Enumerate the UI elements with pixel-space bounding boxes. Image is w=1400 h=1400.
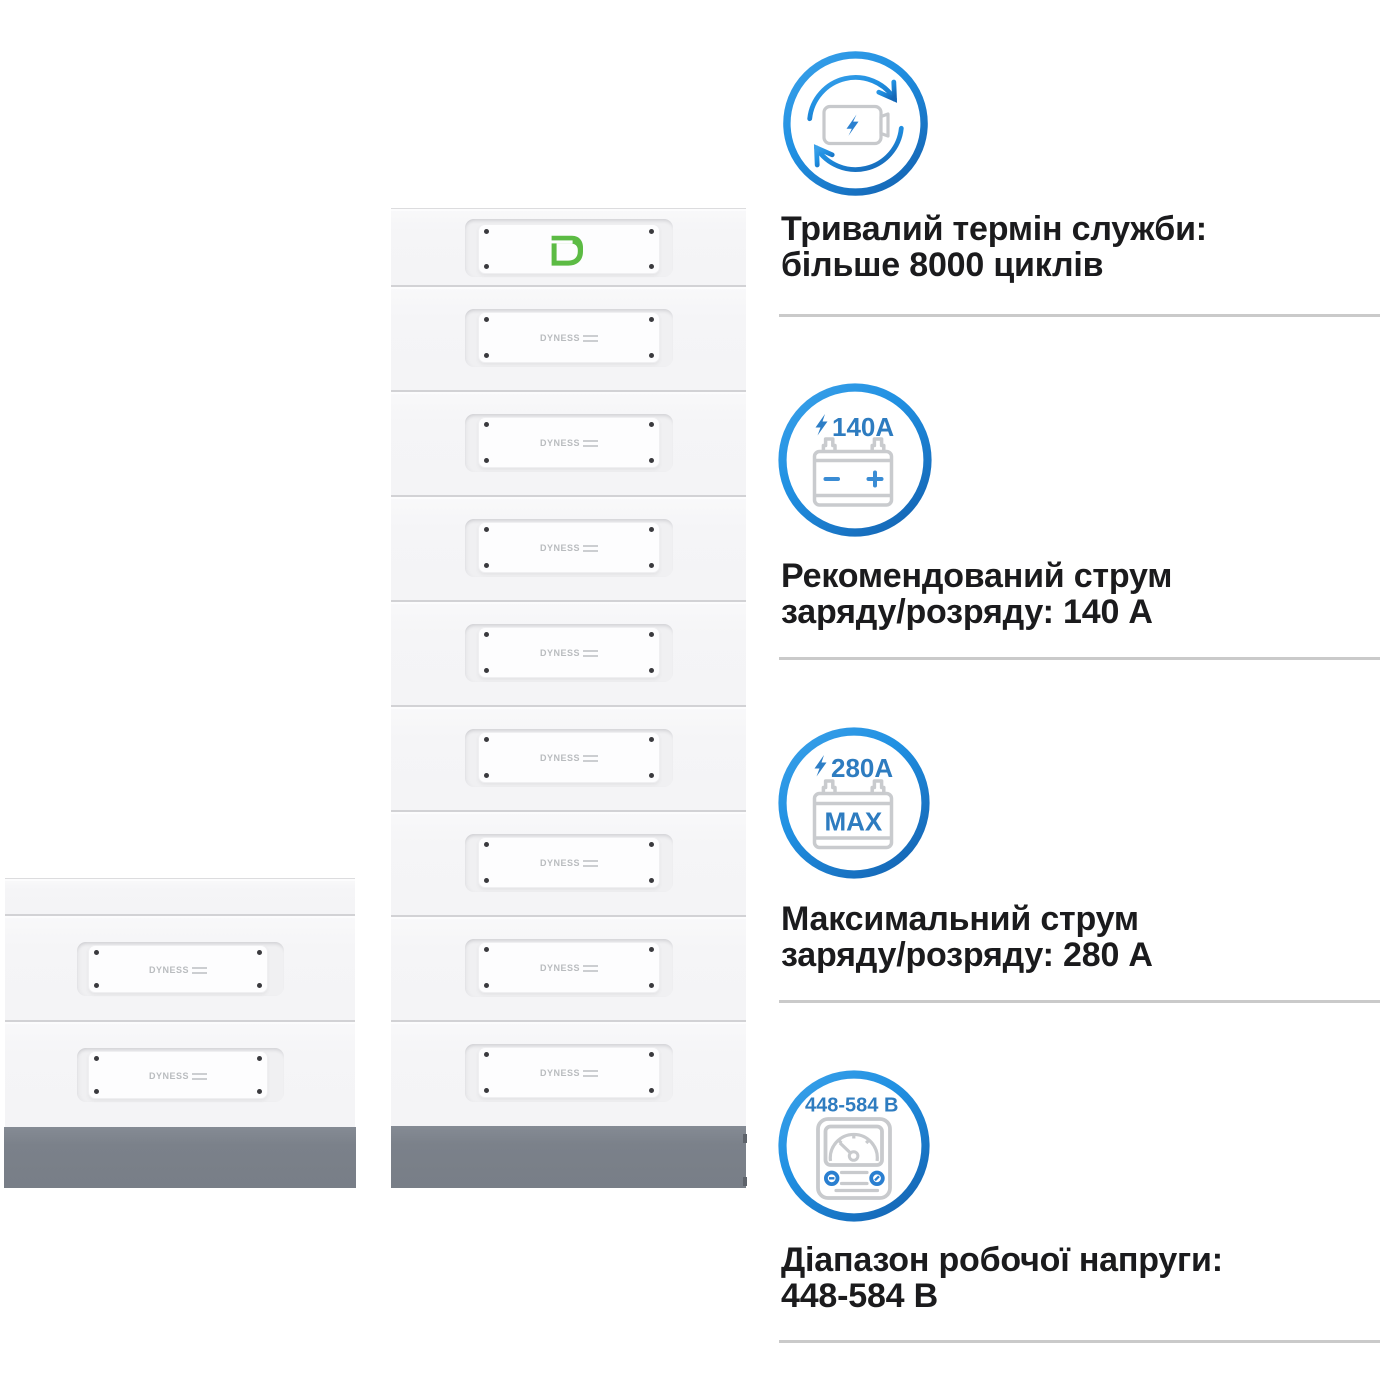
- svg-text:140A: 140A: [832, 412, 894, 442]
- svg-text:448-584 В: 448-584 В: [805, 1095, 898, 1117]
- svg-text:MAX: MAX: [825, 807, 883, 837]
- svg-text:280A: 280A: [831, 753, 893, 783]
